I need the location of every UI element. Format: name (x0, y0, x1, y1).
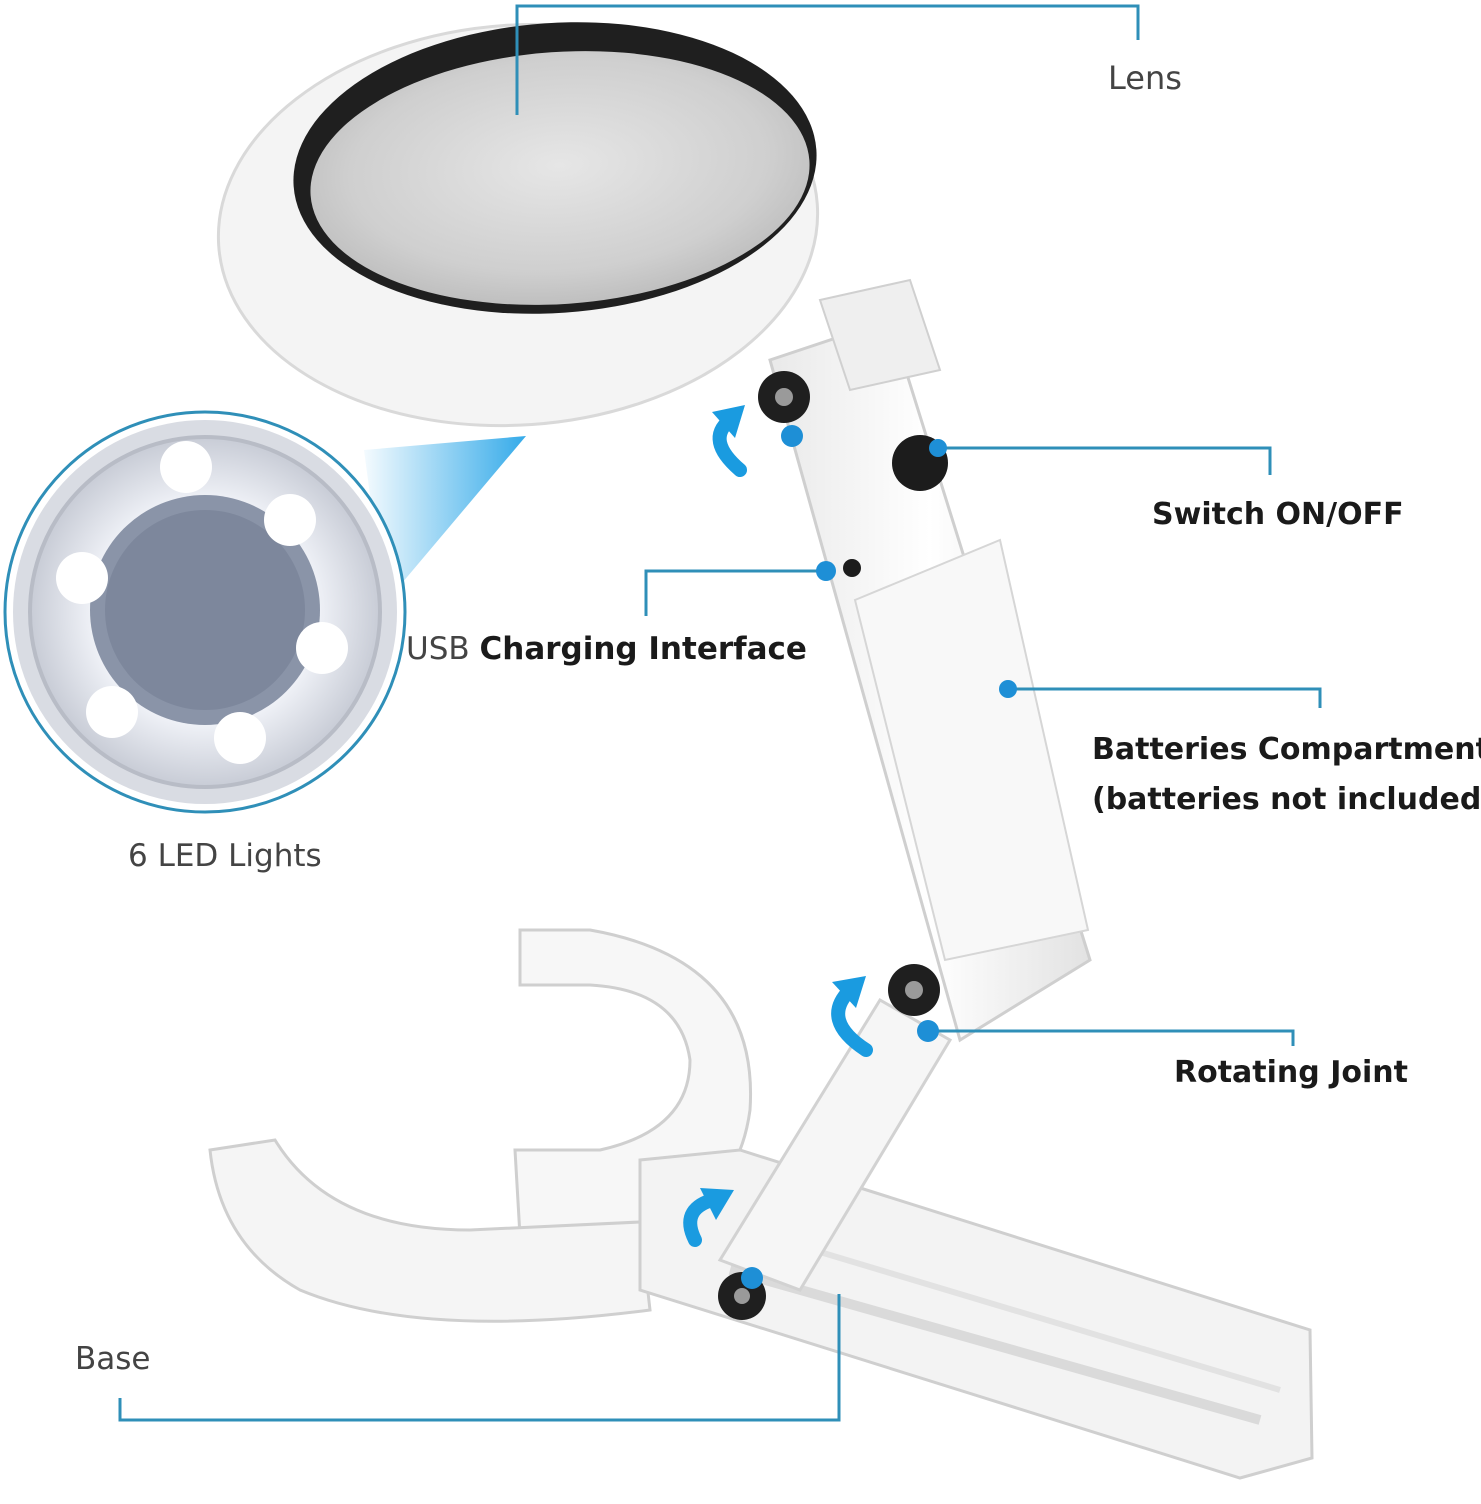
usb-port (843, 559, 861, 577)
arm-illustration (717, 278, 1092, 1292)
led-dots (56, 441, 348, 764)
switch-label: Switch ON/OFF (1152, 497, 1404, 532)
magnifier-head (216, 22, 820, 428)
light-beam (364, 436, 526, 602)
base-label: Base (75, 1341, 151, 1377)
batteries-label: Batteries Compartment (1092, 732, 1481, 767)
rotate-arrowhead (700, 405, 866, 1220)
led-ring-inset (3, 410, 526, 814)
usb-label: USB Charging Interface (406, 634, 807, 665)
lens-label: Lens (1108, 59, 1182, 97)
batteries-note: (batteries not included ) (1092, 782, 1481, 817)
callout-lines (118, 4, 1322, 1422)
usb-label-rest: Charging Interface (479, 631, 807, 667)
lens-glass (310, 51, 810, 305)
led-label: 6 LED Lights (128, 838, 322, 874)
rotating-joint-label: Rotating Joint (1174, 1055, 1408, 1090)
usb-label-prefix: USB (406, 631, 470, 667)
callout-markers (741, 425, 1017, 1289)
battery-door (853, 538, 1090, 962)
